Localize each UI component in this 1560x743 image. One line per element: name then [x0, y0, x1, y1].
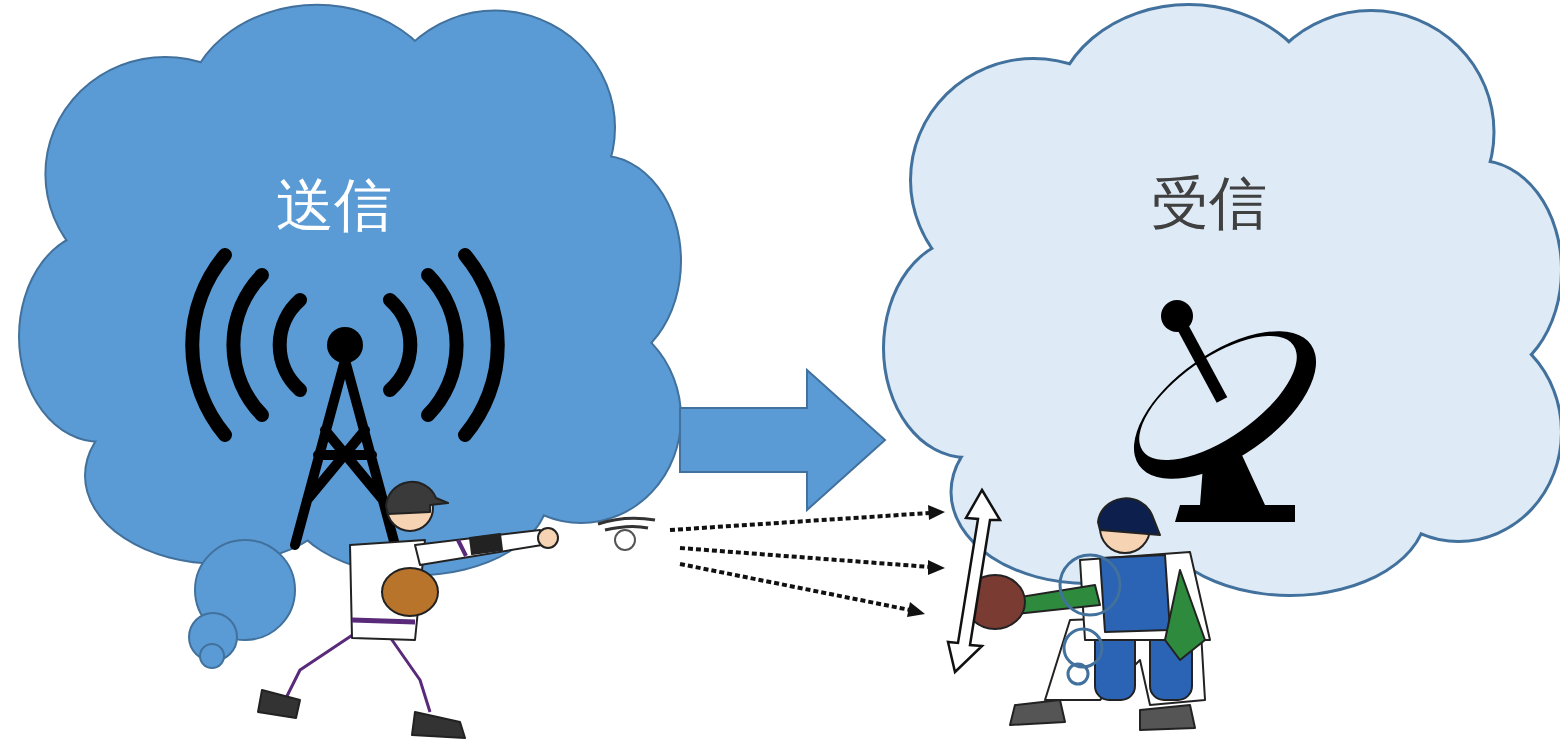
thought-bubble — [1064, 629, 1102, 667]
chest-protector — [1100, 555, 1170, 632]
catcher-cap — [1098, 498, 1160, 535]
shin-guard — [1095, 620, 1135, 700]
throw-path — [670, 513, 930, 530]
dish-back — [1109, 302, 1341, 508]
dish-feed-arm — [1180, 322, 1222, 400]
thought-bubble — [1068, 664, 1088, 684]
dish-face — [1120, 312, 1317, 483]
thought-bubbles-right — [1060, 555, 1120, 684]
pitcher-front-leg — [385, 630, 430, 712]
radio-wave — [465, 255, 498, 435]
pitcher-illustration — [258, 482, 558, 738]
node-label: 送信 — [276, 174, 392, 238]
radio-wave — [192, 255, 225, 435]
node-label: 受信 — [1151, 172, 1267, 236]
throw-heads — [907, 505, 945, 617]
pitcher-shoe — [258, 690, 300, 718]
pitcher-shoe — [412, 712, 465, 738]
cloud-lobe — [885, 240, 1047, 456]
pitcher-torso — [350, 540, 425, 640]
catcher-arm — [1015, 585, 1100, 614]
pitcher-back-leg-stripe — [285, 630, 360, 700]
dish-icon — [1109, 300, 1341, 522]
pitcher-head — [387, 485, 433, 531]
throw-paths — [670, 513, 930, 610]
shin-guard — [1150, 615, 1192, 700]
pitcher-belt — [352, 620, 415, 622]
catcher-illustration — [965, 498, 1210, 730]
catcher-head — [1100, 503, 1150, 553]
cloud-lobe — [885, 240, 1047, 456]
pitcher-glove — [382, 568, 438, 616]
block-arrow — [680, 370, 885, 510]
catcher-legs — [1045, 615, 1205, 705]
pitcher-back-leg — [285, 630, 360, 700]
catcher-shoe — [1010, 700, 1065, 725]
antenna-ball — [327, 327, 363, 363]
dish-feed — [1161, 300, 1193, 332]
throw-path — [680, 548, 930, 567]
throw-path — [680, 564, 910, 610]
thought-bubble — [200, 644, 224, 668]
catcher-shoe — [1140, 705, 1195, 730]
cloud-shape — [20, 0, 680, 580]
tower-icon — [192, 255, 498, 545]
ball — [615, 530, 635, 550]
thought-bubble — [195, 540, 295, 640]
pitcher-front-leg-stripe — [385, 630, 430, 712]
thought-bubble — [189, 613, 237, 661]
catcher-arm — [1165, 570, 1205, 660]
pitcher-hand — [538, 528, 558, 548]
cloud-lobe — [20, 232, 178, 441]
arrow-head — [928, 505, 945, 520]
catcher-mitt — [965, 575, 1025, 629]
dish-stand — [1175, 440, 1295, 522]
pitcher-helmet — [386, 482, 448, 514]
radio-wave — [280, 300, 300, 390]
tower-frame — [295, 360, 395, 545]
cloud-lobe — [20, 232, 178, 441]
radio-wave — [390, 300, 410, 390]
thought-bubble — [1060, 555, 1120, 615]
radio-wave — [233, 275, 262, 415]
catcher-torso — [1080, 552, 1210, 640]
pitcher-sleeve — [470, 534, 502, 554]
cloud-node: 受信 — [885, 0, 1560, 600]
pitcher-arm — [415, 530, 542, 565]
radio-wave — [428, 275, 457, 415]
motion-lines — [598, 518, 655, 530]
arrow-head — [907, 602, 925, 617]
cloud-node: 送信 — [20, 0, 680, 580]
ball-illustration — [598, 518, 655, 550]
cloud-shape — [885, 0, 1560, 600]
range-arrow — [948, 490, 1000, 672]
pitcher-sleeve-trim — [458, 540, 466, 556]
arrow-head — [928, 560, 945, 575]
thought-bubbles-left — [189, 540, 295, 668]
